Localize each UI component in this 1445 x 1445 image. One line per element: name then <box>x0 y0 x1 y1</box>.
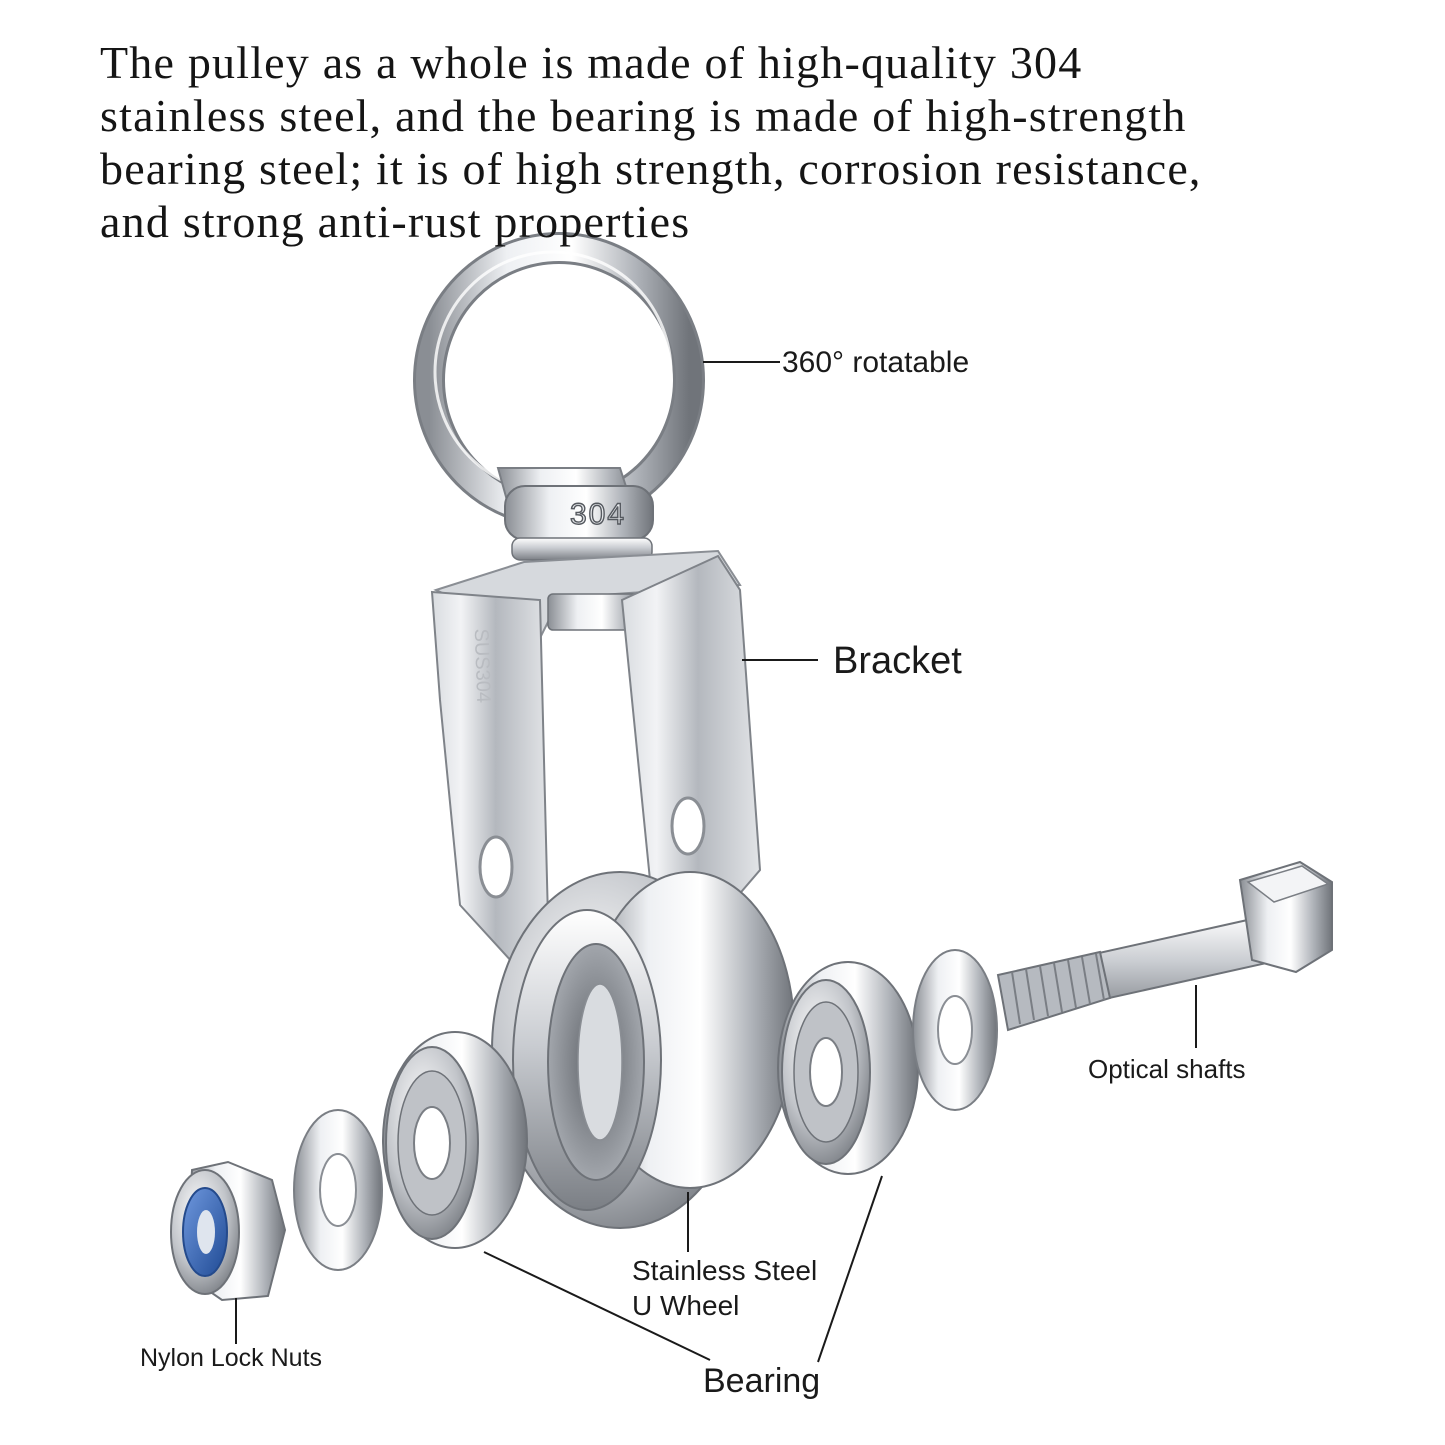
eye-collar: 304 <box>496 467 654 561</box>
headline-text: The pulley as a whole is made of high-qu… <box>100 36 1420 248</box>
headline-line-3: bearing steel; it is of high strength, c… <box>100 143 1202 194</box>
headline-line-2: stainless steel, and the bearing is made… <box>100 90 1187 141</box>
optical-shaft <box>996 860 1333 1032</box>
bracket-stamp-text: SUS304 <box>470 628 495 703</box>
bearing-leader-right <box>817 1175 883 1363</box>
bearing-leader-left <box>483 1251 711 1361</box>
headline-line-4: and strong anti-rust properties <box>100 196 691 247</box>
left-washer <box>293 1109 383 1271</box>
nylon-lock-nut <box>170 1160 287 1302</box>
right-washer <box>912 949 998 1111</box>
wheel-label-line-2: U Wheel <box>632 1290 739 1321</box>
callout-lines <box>235 361 1197 1363</box>
nylon-lock-nuts-label: Nylon Lock Nuts <box>140 1344 322 1372</box>
left-bearing <box>382 1031 528 1249</box>
headline-line-1: The pulley as a whole is made of high-qu… <box>100 37 1083 88</box>
u-wheel <box>491 871 795 1229</box>
ring-stamp-text: 304 <box>570 498 626 531</box>
optical-shafts-label: Optical shafts <box>1088 1054 1246 1084</box>
rotatable-label: 360° rotatable <box>782 346 969 379</box>
wheel-label-line-1: Stainless Steel <box>632 1255 817 1286</box>
bearing-label: Bearing <box>703 1362 820 1400</box>
bracket: SUS304 <box>430 549 762 977</box>
right-bearing <box>777 961 919 1175</box>
bracket-label: Bracket <box>833 640 962 682</box>
